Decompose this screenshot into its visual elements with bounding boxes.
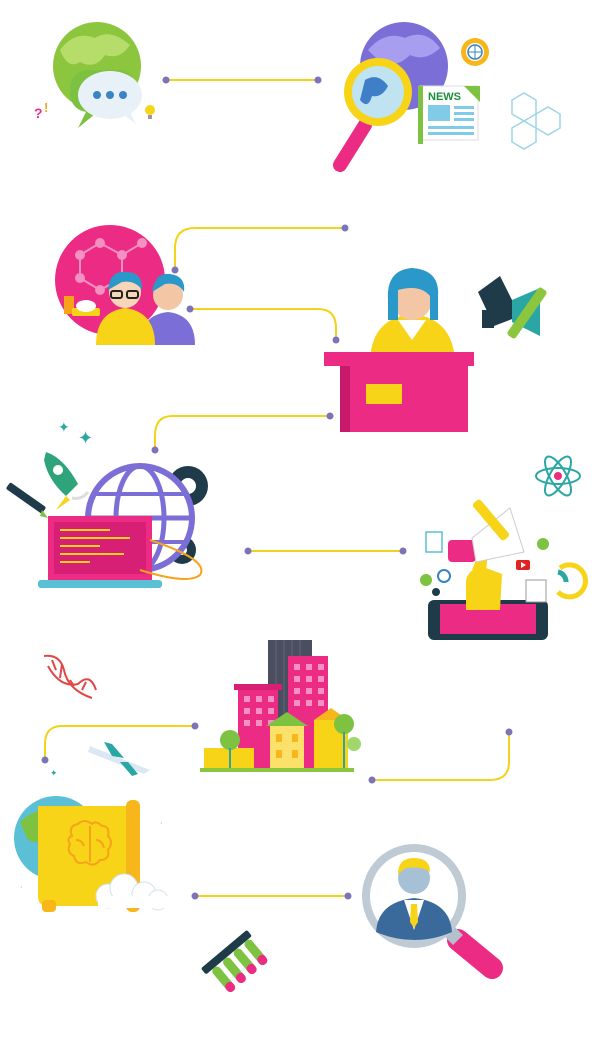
connector-dot [332,336,340,344]
connector-dot [368,776,376,784]
globe-brain-scroll-icon: · · [14,796,170,912]
scientists-icon [64,271,195,345]
connector-dots [41,76,513,900]
magnifier-globe-news-icon: NEWS [333,22,561,172]
airplane-icon: ✦ [50,742,150,779]
connector-dot [314,76,322,84]
svg-text:✦: ✦ [50,769,58,779]
connector-dot [344,892,352,900]
connector-dot [151,446,159,454]
connector-4 [154,415,330,450]
connector-dot [186,305,194,313]
connector-dot [162,76,170,84]
svg-text:?: ? [34,105,43,121]
globe-chat-icon: ? ! [34,22,155,128]
city-buildings-icon [200,640,361,772]
svg-text:·: · [20,883,23,892]
connector-3 [190,308,337,340]
connector-dot [191,722,199,730]
atom-icon [535,455,581,497]
connector-dot [505,728,513,736]
svg-text:✦: ✦ [58,420,70,436]
connector-6 [44,725,195,760]
connector-lines [44,79,510,897]
speaker-podium-icon [324,268,474,432]
news-label: NEWS [428,91,461,103]
svg-text:✦: ✦ [78,428,93,449]
connector-dot [244,547,252,555]
connector-dot [341,224,349,232]
rocket-icon: ✦ ✦ [6,420,93,518]
dna-icon [43,654,97,699]
tablet-megaphone-icon [420,499,588,640]
connector-dot [399,547,407,555]
laptop-globe-icon [38,463,208,588]
connector-7 [372,732,510,781]
connector-dot [191,892,199,900]
connector-dot [326,412,334,420]
connector-dot [171,266,179,274]
connector-2 [174,227,345,270]
connector-dot [41,756,49,764]
svg-text:!: ! [44,100,48,115]
test-tubes-icon [201,930,268,993]
magnifier-person-icon [362,844,503,979]
svg-text:·: · [160,819,163,828]
megaphone-icon [478,276,547,339]
